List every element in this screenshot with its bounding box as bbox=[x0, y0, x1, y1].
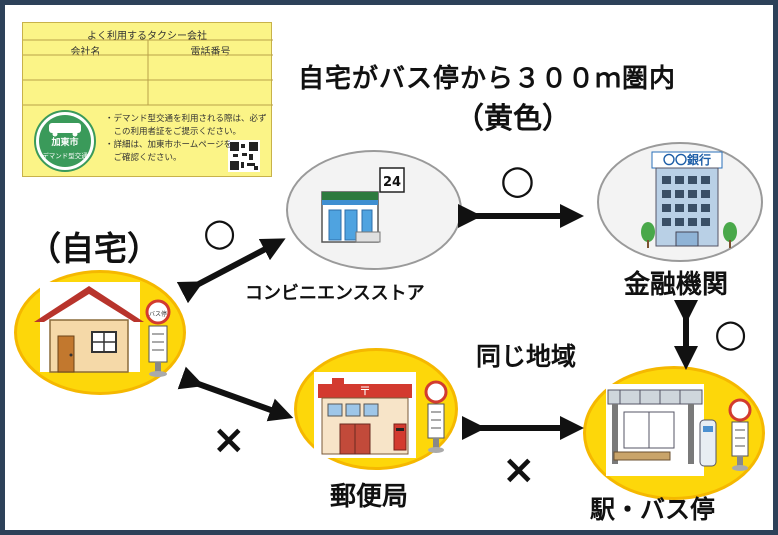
qr-code-icon bbox=[228, 140, 260, 172]
post-office-icon: 〒 bbox=[314, 372, 416, 458]
card-title: よく利用するタクシー会社 bbox=[87, 31, 207, 42]
bank-label: 金融機関 bbox=[624, 270, 729, 300]
svg-text:〒: 〒 bbox=[359, 384, 371, 398]
arrow-home-store bbox=[176, 238, 286, 304]
bus-stop-sign-text: バス停 bbox=[149, 310, 167, 318]
same-area-label: 同じ地域 bbox=[476, 342, 577, 371]
bank-sign-text: 〇〇銀行 bbox=[663, 152, 711, 167]
edge-home-store-symbol: ○ bbox=[203, 210, 237, 254]
card-col-company: 会社名 bbox=[70, 47, 101, 58]
card-note-line: ご確認ください。 bbox=[105, 153, 182, 163]
heading-main: 自宅がバス停から３００ｍ圏内 bbox=[298, 64, 677, 94]
home-label: （自宅） bbox=[28, 229, 160, 268]
bus-stop-sign-icon bbox=[728, 398, 752, 471]
edge-post-station-symbol: × bbox=[502, 447, 536, 493]
house-icon bbox=[34, 282, 144, 373]
store-sign-text: 24 bbox=[383, 175, 401, 190]
bank-building-icon bbox=[641, 151, 737, 248]
convenience-store-icon bbox=[321, 167, 405, 243]
arrow-home-post bbox=[177, 366, 294, 422]
card-note-line: この利用者証をご提示ください。 bbox=[105, 127, 242, 137]
edge-bank-station-symbol: ○ bbox=[714, 311, 748, 355]
card-notes: ・デマンド型交通を利用される際は、必ず この利用者証をご提示ください。 ・詳細は… bbox=[105, 113, 273, 165]
card-note-line: ・詳細は、加東市ホームページを bbox=[105, 140, 233, 150]
card-logo-city: 加東市 bbox=[51, 138, 79, 148]
card-col-phone: 電話番号 bbox=[190, 47, 231, 58]
convenience-store-label: コンビニエンスストア bbox=[245, 283, 425, 304]
card-grid bbox=[23, 39, 273, 172]
card-note-line: ・デマンド型交通を利用される際は、必ず bbox=[105, 114, 267, 124]
heading-sub: （黄色） bbox=[455, 101, 572, 135]
post-office-label: 郵便局 bbox=[330, 482, 409, 512]
bus-stop-sign-icon bbox=[424, 380, 448, 453]
bus-stop-sign-icon bbox=[145, 299, 171, 377]
train-station-icon bbox=[606, 384, 717, 476]
edge-store-bank-symbol: ○ bbox=[500, 157, 535, 203]
taxi-user-card: よく利用するタクシー会社 会社名 電話番号 加東市 デマンド型交通 bbox=[22, 22, 273, 177]
station-bus-label: 駅・バス停 bbox=[590, 495, 716, 524]
edge-home-post-symbol: × bbox=[212, 417, 246, 463]
card-logo-sub: デマンド型交通 bbox=[42, 152, 88, 160]
